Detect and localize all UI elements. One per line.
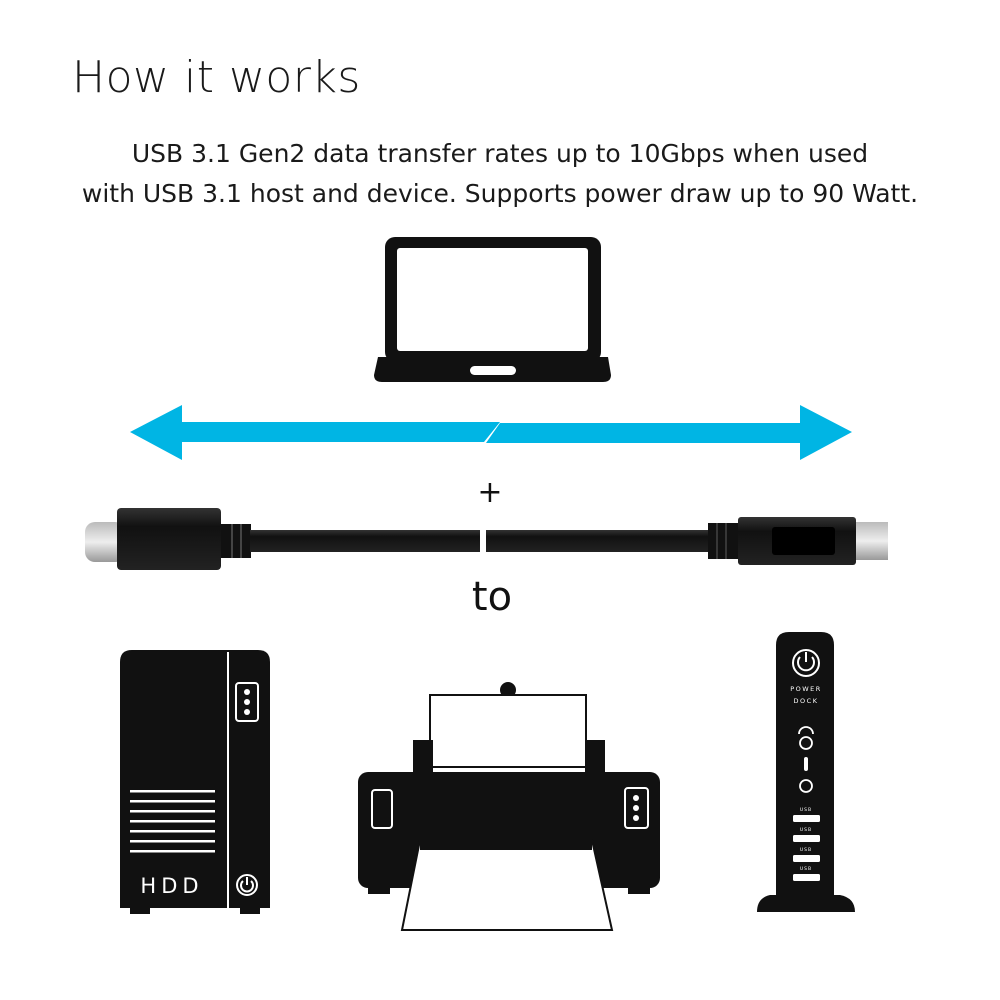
headphone-icon xyxy=(798,726,814,735)
description-line-2: with USB 3.1 host and device. Supports p… xyxy=(81,179,919,208)
bidirectional-arrow-icon xyxy=(130,405,852,460)
power-icon xyxy=(236,874,258,896)
dock-power-icon xyxy=(792,649,820,677)
usb-label: USB xyxy=(800,866,812,872)
to-label: to xyxy=(472,574,512,620)
microphone-icon xyxy=(804,757,808,771)
hdd-icon: HDD xyxy=(120,650,270,914)
hdd-label: HDD xyxy=(140,874,203,898)
usb-label: USB xyxy=(800,847,812,853)
description: USB 3.1 Gen2 data transfer rates up to 1… xyxy=(0,134,1000,214)
printer-icon xyxy=(358,682,660,931)
usb-c-to-usb-b-cable-icon xyxy=(85,508,888,570)
docking-station-icon: POWER DOCK USB USB USB USB xyxy=(757,632,855,912)
usb-label: USB xyxy=(800,807,812,813)
laptop-icon xyxy=(374,237,611,382)
dock-dock-label: DOCK xyxy=(794,697,819,705)
dock-power-label: POWER xyxy=(790,685,822,693)
usb-label: USB xyxy=(800,827,812,833)
page-title: How it works xyxy=(72,52,361,103)
plus-label: + xyxy=(477,475,502,510)
description-line-1: USB 3.1 Gen2 data transfer rates up to 1… xyxy=(131,139,869,168)
